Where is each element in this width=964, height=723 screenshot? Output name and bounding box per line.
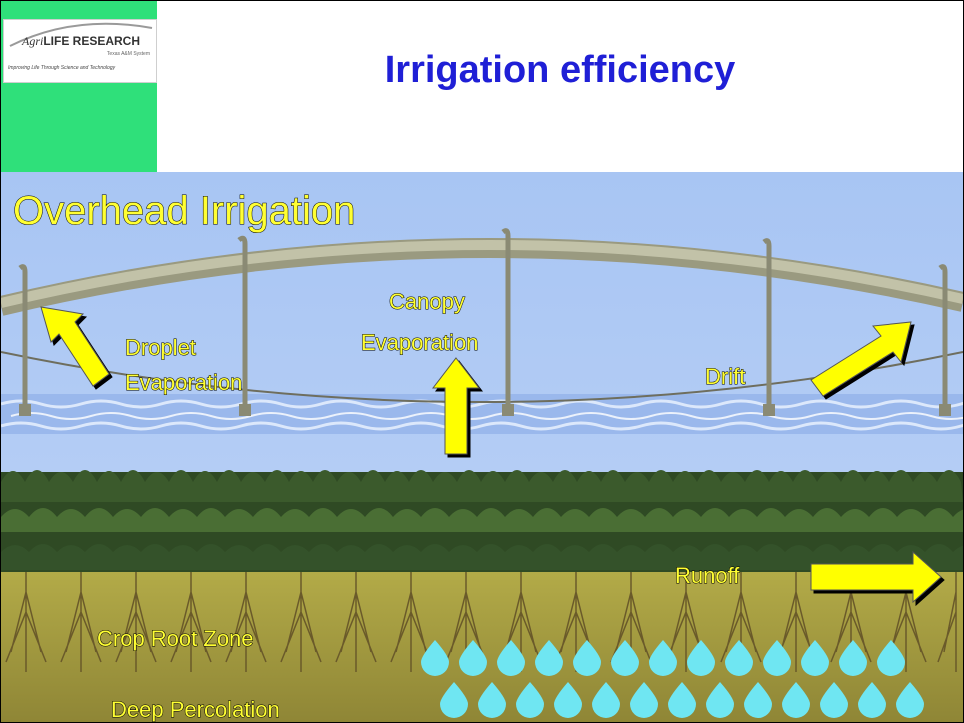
logo-swoosh-icon (9, 22, 153, 47)
droplet-evaporation-arrow (40, 306, 110, 387)
drift-arrow (810, 321, 912, 397)
drift-label: Drift (705, 364, 745, 389)
logo-wordmark: AgriLIFE RESEARCH (22, 34, 140, 49)
water-drops (421, 640, 924, 718)
logo-system: Texas A&M System (106, 51, 150, 57)
slide-title: Irrigation efficiency (384, 49, 736, 91)
crop-canopy (1, 470, 963, 572)
logo-brand-prefix: Agri (22, 34, 44, 48)
canopy-evaporation-arrow (431, 357, 481, 455)
crop-roots (5, 572, 957, 672)
logo-tagline: Improving Life Through Science and Techn… (8, 65, 116, 71)
canopy-evaporation-label-line2: Evaporation (361, 330, 478, 355)
logo-brand-name: LIFE RESEARCH (43, 34, 141, 48)
sprinkler-drop (938, 264, 951, 416)
overhead-irrigation-diagram: Overhead Irrigation Droplet Evaporation … (1, 172, 963, 722)
droplet-evaporation-label-line1: Droplet (125, 335, 196, 360)
runoff-arrow (810, 550, 942, 604)
logo-card: AgriLIFE RESEARCH Texas A&M System Impro… (3, 19, 157, 83)
deep-percolation-label: Deep Percolation (111, 697, 280, 722)
diagram-heading: Overhead Irrigation (13, 189, 355, 233)
sprinkler-drop (501, 228, 514, 416)
sprinkler-drop (762, 238, 775, 416)
droplet-evaporation-label-line2: Evaporation (125, 370, 242, 395)
canopy-evaporation-label-line1: Canopy (389, 289, 465, 314)
spray-band (1, 394, 963, 434)
runoff-label: Runoff (675, 563, 740, 588)
sprinkler-drop (18, 264, 31, 416)
pivot-sprinkler-structure (1, 228, 963, 416)
sprinkler-drop (237, 235, 251, 416)
logo: AgriLIFE RESEARCH Texas A&M System Impro… (1, 1, 157, 172)
crop-root-zone-label: Crop Root Zone (97, 626, 254, 651)
